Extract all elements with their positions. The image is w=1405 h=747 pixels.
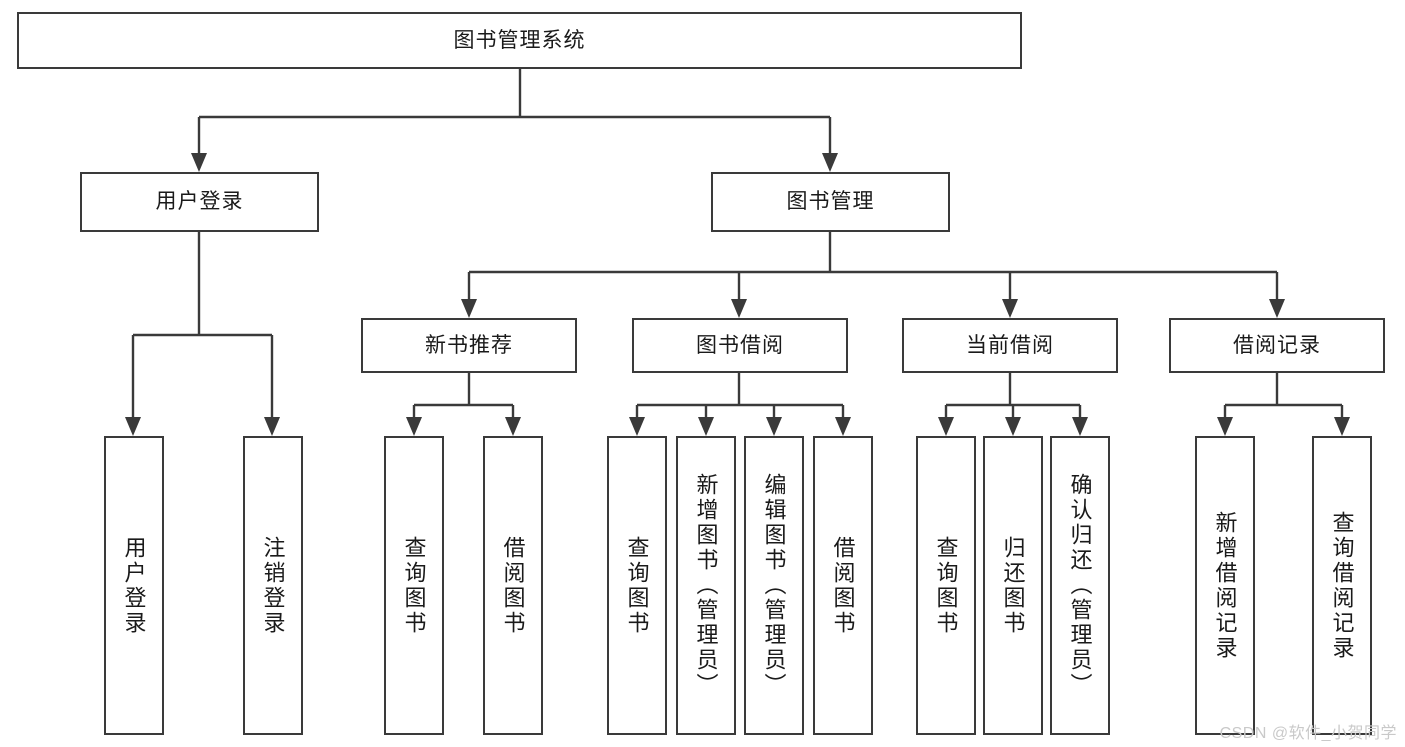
node-label: 图书管理系统 <box>453 28 586 52</box>
node-book-management[interactable]: 图书管理 <box>711 172 950 232</box>
node-label: 新增图书（管理员） <box>693 473 719 698</box>
node-user-login[interactable]: 用户登录 <box>80 172 319 232</box>
leaf-user-login[interactable]: 用户登录 <box>104 436 164 735</box>
leaf-query-books-recommend[interactable]: 查询图书 <box>384 436 444 735</box>
leaf-edit-book-admin[interactable]: 编辑图书（管理员） <box>744 436 804 735</box>
leaf-query-books-borrow[interactable]: 查询图书 <box>607 436 667 735</box>
node-label: 查询图书 <box>933 535 959 636</box>
node-current-borrowing[interactable]: 当前借阅 <box>902 318 1118 373</box>
leaf-confirm-return-admin[interactable]: 确认归还（管理员） <box>1050 436 1110 735</box>
node-label: 查询借阅记录 <box>1329 510 1355 661</box>
leaf-borrow-books-recommend[interactable]: 借阅图书 <box>483 436 543 735</box>
node-label: 借阅图书 <box>500 535 526 636</box>
node-label: 当前借阅 <box>966 333 1054 357</box>
node-root-book-management-system[interactable]: 图书管理系统 <box>17 12 1022 69</box>
node-label: 确认归还（管理员） <box>1067 473 1093 698</box>
node-label: 用户登录 <box>121 535 147 636</box>
leaf-add-borrow-record[interactable]: 新增借阅记录 <box>1195 436 1255 735</box>
node-label: 图书借阅 <box>696 333 784 357</box>
node-book-borrowing[interactable]: 图书借阅 <box>632 318 848 373</box>
node-label: 借阅记录 <box>1233 333 1321 357</box>
node-label: 编辑图书（管理员） <box>761 473 787 698</box>
leaf-logout[interactable]: 注销登录 <box>243 436 303 735</box>
node-label: 图书管理 <box>786 190 875 214</box>
leaf-query-borrow-record[interactable]: 查询借阅记录 <box>1312 436 1372 735</box>
leaf-query-books-current[interactable]: 查询图书 <box>916 436 976 735</box>
node-label: 归还图书 <box>1000 535 1026 636</box>
node-label: 借阅图书 <box>830 535 856 636</box>
leaf-borrow-books[interactable]: 借阅图书 <box>813 436 873 735</box>
node-label: 新增借阅记录 <box>1212 510 1238 661</box>
node-label: 注销登录 <box>260 535 286 636</box>
node-label: 查询图书 <box>624 535 650 636</box>
node-label: 用户登录 <box>155 190 244 214</box>
leaf-return-books[interactable]: 归还图书 <box>983 436 1043 735</box>
node-borrowing-record[interactable]: 借阅记录 <box>1169 318 1385 373</box>
node-label: 新书推荐 <box>425 333 513 357</box>
watermark-text: CSDN @软件_小贺同学 <box>1219 725 1397 742</box>
node-new-book-recommendation[interactable]: 新书推荐 <box>361 318 577 373</box>
node-label: 查询图书 <box>401 535 427 636</box>
leaf-add-book-admin[interactable]: 新增图书（管理员） <box>676 436 736 735</box>
